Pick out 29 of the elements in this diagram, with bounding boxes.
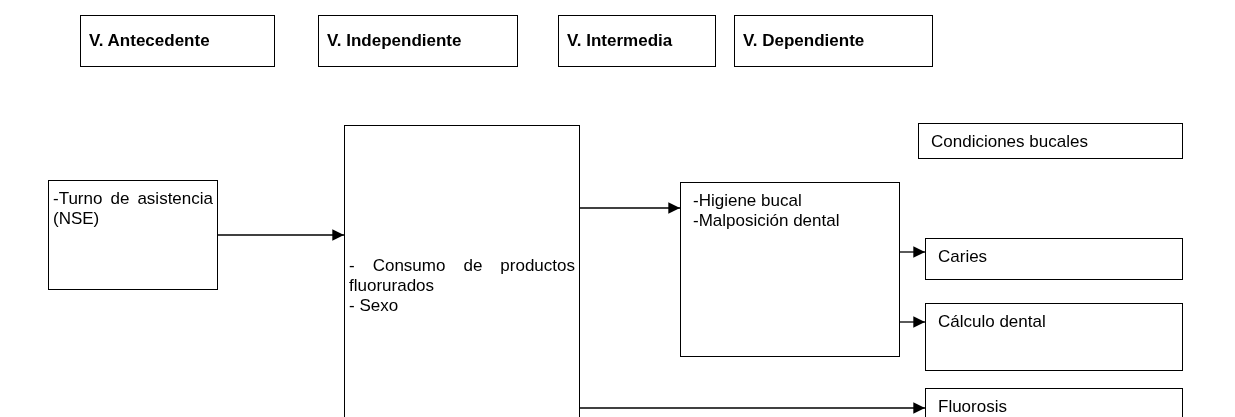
arrow xyxy=(899,316,926,328)
variable-box xyxy=(558,15,716,67)
box-text: -Turno de asistencia (NSE) xyxy=(53,189,213,229)
box-text: Caries xyxy=(938,247,989,267)
variable-box xyxy=(80,15,275,67)
box-text: -Higiene bucal xyxy=(693,191,803,211)
box-text: - Sexo xyxy=(349,296,400,316)
variable-box xyxy=(925,303,1183,371)
box-text: V. Antecedente xyxy=(89,31,210,51)
variable-box xyxy=(734,15,933,67)
variable-box xyxy=(318,15,518,67)
arrow xyxy=(579,202,681,214)
variable-box xyxy=(925,388,1183,417)
box-text: Condiciones bucales xyxy=(931,132,1089,152)
arrow xyxy=(217,229,345,241)
box-text: V. Intermedia xyxy=(567,31,673,51)
box-text: -Malposición dental xyxy=(693,211,841,231)
arrow xyxy=(899,246,926,258)
variable-box xyxy=(344,125,580,417)
box-text: - Consumo de productos fluorurados xyxy=(349,256,575,296)
box-text: Cálculo dental xyxy=(938,312,1047,332)
variable-box xyxy=(48,180,218,290)
arrow xyxy=(579,402,926,414)
box-text: Fluorosis xyxy=(938,397,1008,417)
variable-box xyxy=(918,123,1183,159)
box-text: V. Dependiente xyxy=(743,31,865,51)
variable-box xyxy=(925,238,1183,280)
box-text: V. Independiente xyxy=(327,31,462,51)
variable-box xyxy=(680,182,900,357)
